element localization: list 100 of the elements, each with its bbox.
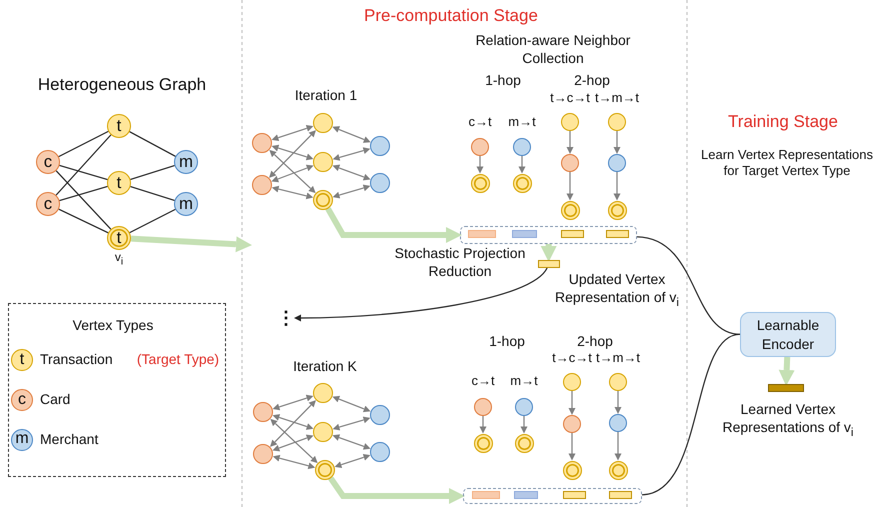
arrow [476, 156, 484, 174]
target-vertex-circle [315, 460, 335, 480]
hop-label: 2-hop [573, 72, 611, 90]
embedding-bar [514, 491, 538, 499]
double-arrow [332, 147, 370, 161]
vertex-circle [313, 113, 333, 133]
path-label: t→c→t [551, 350, 593, 366]
node-label: v$_{i}$ [114, 250, 124, 269]
vertex-circle [253, 402, 273, 422]
graph-title: Heterogeneous Graph [36, 74, 208, 96]
legend-title: Vertex Types [72, 317, 154, 334]
arrow [566, 172, 574, 200]
embedding-bar [609, 491, 632, 499]
embedding-bar [468, 230, 496, 238]
target-vertex-circle [560, 200, 580, 220]
path-label: c→t [467, 114, 493, 130]
target-vertex-circle [562, 460, 582, 480]
hop-label: 1-hop [484, 72, 522, 90]
target-type-note: (Target Type) [136, 351, 220, 368]
vertex-circle: m [174, 150, 198, 174]
arrow [520, 416, 528, 434]
embedding-bar [606, 230, 629, 238]
double-arrow [271, 164, 314, 182]
vertex-circle: m [174, 192, 198, 216]
arrow [614, 432, 622, 460]
connector-line [59, 164, 108, 180]
vertex-circle [563, 415, 581, 433]
double-arrow [272, 434, 314, 452]
vertex-circle [253, 444, 273, 464]
connector-line [636, 236, 740, 335]
connector-line [130, 186, 175, 201]
legend-label: Merchant [40, 431, 98, 448]
connector-line [56, 170, 112, 230]
target-vertex-circle [514, 434, 534, 452]
vertex-circle [609, 414, 627, 432]
connector-line [129, 208, 176, 234]
vertex-circle [370, 136, 390, 156]
vertex-circle [474, 398, 492, 416]
vertex-circle [471, 138, 489, 156]
iteration-label: Iteration 1 [294, 87, 358, 104]
vertex-circle [313, 422, 333, 442]
vertex-circle: t [107, 171, 131, 195]
flow-arrow [540, 244, 557, 262]
vertex-letter: c [17, 390, 27, 410]
target-vertex-circle: t [107, 226, 131, 250]
stage-title: Pre-computation Stage [363, 5, 539, 26]
ellipsis: ⋮ [278, 306, 294, 330]
vertex-circle [370, 442, 390, 462]
embedding-bar [563, 491, 586, 499]
encoder-box: Learnable Encoder [740, 312, 836, 357]
node-label: Updated Vertex Representation of v$_{i}$ [554, 271, 680, 310]
target-vertex-circle [512, 174, 532, 192]
step-label: Stochastic Projection Reduction [394, 245, 526, 280]
flow-arrow [778, 356, 795, 386]
arrow [568, 391, 576, 415]
double-arrow [269, 150, 316, 194]
stage-description: Learn Vertex Representations for Target Vertex Type [700, 147, 874, 180]
target-vertex-circle [313, 190, 333, 210]
embedding-bar [538, 260, 560, 268]
vertex-circle [515, 398, 533, 416]
legend-label: Card [40, 391, 70, 408]
connector-line [642, 334, 740, 496]
flow-arrow [328, 476, 465, 504]
flow-arrow [130, 236, 252, 252]
connector-line [130, 165, 175, 180]
connector-line [129, 131, 176, 157]
vertex-circle [561, 113, 579, 131]
vertex-circle [370, 173, 390, 193]
node-label: Learned Vertex Representations of v$_{i}$ [722, 401, 854, 440]
double-arrow [334, 454, 370, 468]
vertex-letter: t [18, 350, 26, 370]
arrow [614, 172, 620, 200]
target-vertex-circle [608, 460, 628, 480]
arrow [566, 131, 574, 154]
vertex-circle [313, 152, 333, 172]
embedding-bar [472, 491, 500, 499]
double-arrow [270, 400, 316, 447]
arrow [614, 391, 622, 414]
section-heading: Relation-aware Neighbor Collection [474, 32, 632, 67]
double-arrow [269, 130, 316, 178]
arrow [568, 433, 576, 460]
connector-line [58, 208, 108, 234]
vertex-circle [252, 175, 272, 195]
path-label: m→t [507, 114, 537, 130]
path-label: t→m→t [594, 90, 640, 106]
vertex-circle [513, 138, 531, 156]
vertex-circle [608, 154, 626, 172]
vertex-circle [252, 133, 272, 153]
connector-line [58, 130, 109, 158]
legend-label: Transaction [40, 351, 113, 368]
vertex-circle [563, 373, 581, 391]
vertex-circle [609, 373, 627, 391]
double-arrow [332, 416, 370, 430]
double-arrow [272, 454, 316, 470]
double-arrow [270, 418, 318, 464]
target-vertex-circle [470, 174, 490, 192]
vertex-circle: c [36, 192, 60, 216]
embedding-bar [561, 230, 584, 238]
arrow [614, 131, 620, 154]
vertex-circle [561, 154, 579, 172]
